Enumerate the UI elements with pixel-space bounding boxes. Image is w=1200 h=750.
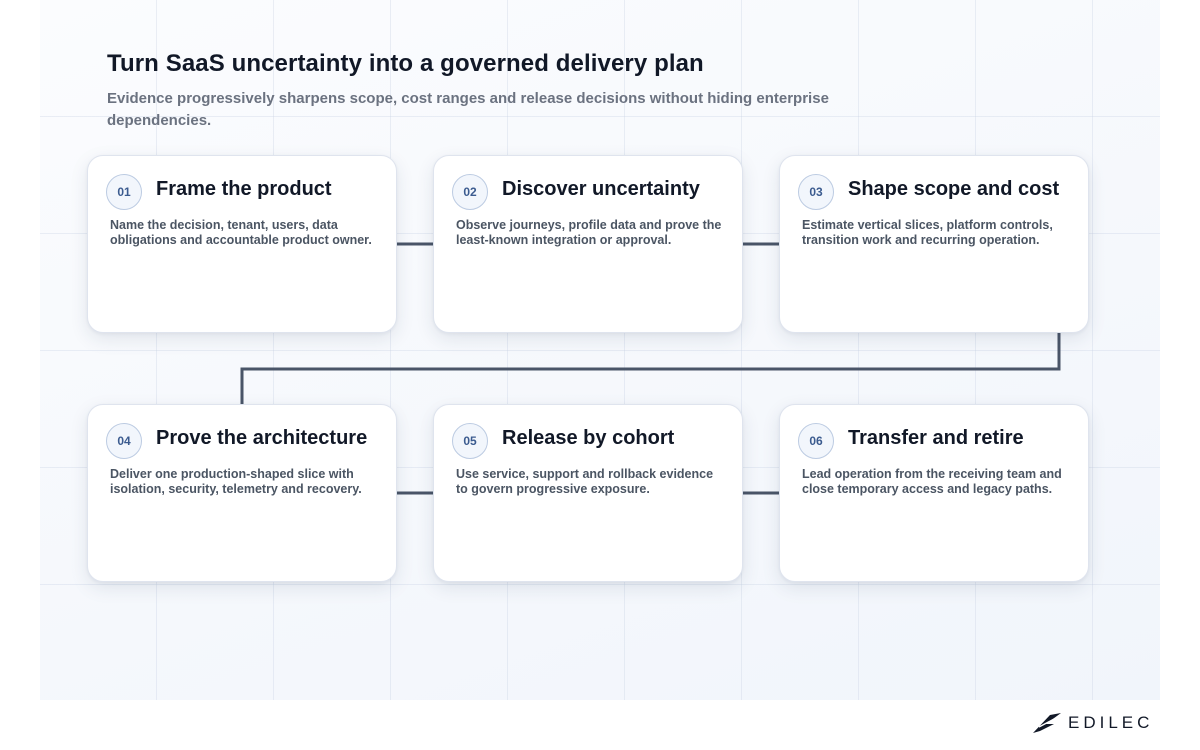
step-title: Discover uncertainty bbox=[502, 178, 700, 200]
background-panel bbox=[40, 0, 1160, 700]
step-title: Prove the architecture bbox=[156, 427, 368, 449]
step-description: Name the decision, tenant, users, data o… bbox=[110, 218, 372, 247]
step-card-06: 06 Transfer and retire Lead operation fr… bbox=[779, 404, 1089, 582]
step-title: Shape scope and cost bbox=[848, 178, 1060, 200]
step-description: Estimate vertical slices, platform contr… bbox=[802, 218, 1053, 247]
brand-name: EDILEC bbox=[1068, 713, 1154, 732]
step-number-badge: 06 bbox=[798, 423, 834, 459]
step-description: Observe journeys, profile data and prove… bbox=[456, 218, 722, 247]
step-card-05: 05 Release by cohort Use service, suppor… bbox=[433, 404, 743, 582]
step-title: Transfer and retire bbox=[848, 427, 1024, 449]
step-card-02: 02 Discover uncertainty Observe journeys… bbox=[433, 155, 743, 333]
step-title: Release by cohort bbox=[502, 427, 675, 449]
connector-03-04 bbox=[240, 332, 1061, 407]
step-card-04: 04 Prove the architecture Deliver one pr… bbox=[87, 404, 397, 582]
edilec-logo-icon bbox=[1033, 713, 1061, 733]
step-number-badge: 03 bbox=[798, 174, 834, 210]
brand-logo: EDILEC bbox=[1032, 710, 1153, 736]
page-subtitle: Evidence progressively sharpens scope, c… bbox=[107, 90, 829, 129]
step-number-badge: 05 bbox=[452, 423, 488, 459]
step-card-01: 01 Frame the product Name the decision, … bbox=[87, 155, 397, 333]
page-title: Turn SaaS uncertainty into a governed de… bbox=[107, 50, 704, 77]
step-description: Lead operation from the receiving team a… bbox=[802, 467, 1062, 496]
step-description: Use service, support and rollback eviden… bbox=[456, 467, 714, 496]
step-card-03: 03 Shape scope and cost Estimate vertica… bbox=[779, 155, 1089, 333]
step-number-badge: 04 bbox=[106, 423, 142, 459]
step-number-badge: 01 bbox=[106, 174, 142, 210]
step-number-badge: 02 bbox=[452, 174, 488, 210]
step-description: Deliver one production-shaped slice with… bbox=[110, 467, 362, 496]
step-title: Frame the product bbox=[156, 178, 332, 200]
